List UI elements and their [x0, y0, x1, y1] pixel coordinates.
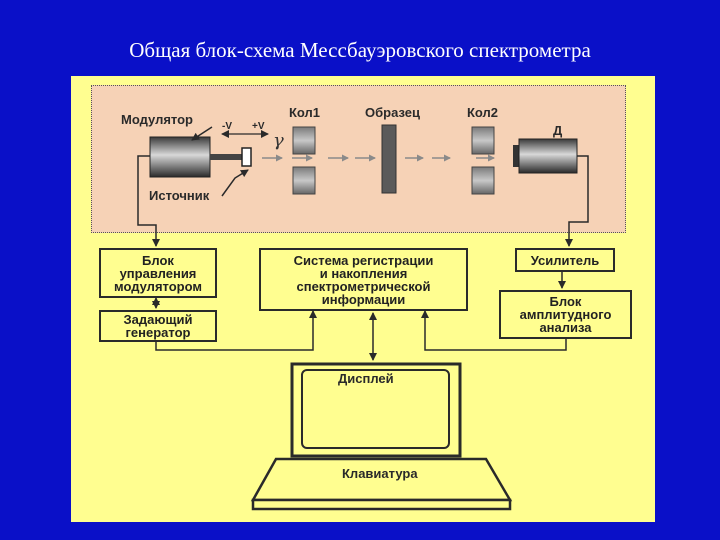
- modulator-control-block: Блок управления модулятором: [99, 248, 217, 298]
- collimator1-top: [292, 126, 316, 155]
- modulator-label: Модулятор: [121, 112, 193, 127]
- collimator2-label: Кол2: [467, 105, 499, 120]
- modulator-pointer: [191, 126, 213, 141]
- collimator1-label: Кол1: [289, 105, 321, 120]
- modulator-device: [149, 136, 252, 178]
- collimator2-bottom: [471, 166, 495, 195]
- amplitude-analysis-block: Блок амплитудного анализа: [499, 290, 632, 339]
- collimator1-bottom: [292, 166, 316, 195]
- sample-plate: [381, 124, 397, 194]
- minus-v-label: -V: [222, 121, 232, 132]
- master-generator-block: Задающий генератор: [99, 310, 217, 342]
- amplifier-block: Усилитель: [515, 248, 615, 272]
- keyboard-label: Клавиатура: [342, 466, 418, 481]
- sample-label: Образец: [365, 105, 420, 120]
- plus-v-label: +V: [252, 121, 265, 132]
- gamma-label: γ: [273, 130, 284, 151]
- detector-label: Д: [553, 123, 563, 138]
- source-label: Источник: [149, 188, 210, 203]
- display-monitor: [290, 362, 462, 458]
- registration-system-block: Система регистрации и накопления спектро…: [259, 248, 468, 311]
- keyboard-device: [250, 457, 513, 511]
- connection-lines: [137, 155, 589, 361]
- collimator2-top: [471, 126, 495, 155]
- display-label: Дисплей: [338, 371, 394, 386]
- detector-device: [513, 138, 578, 174]
- source-pointer: [221, 169, 249, 197]
- slide-title: Общая блок-схема Мессбауэровского спектр…: [129, 38, 591, 62]
